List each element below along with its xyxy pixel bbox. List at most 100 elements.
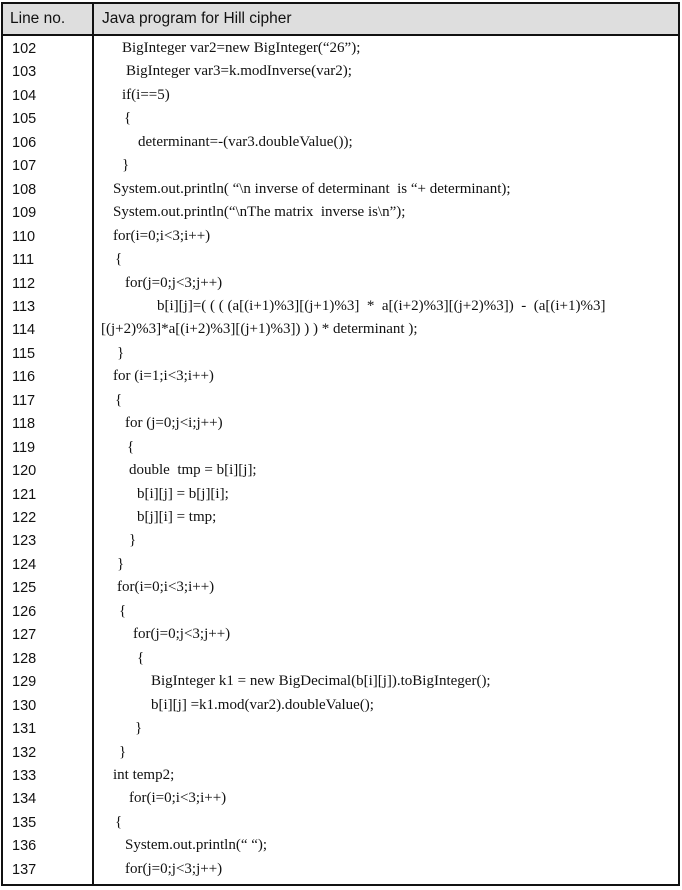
line-number: 134	[12, 791, 37, 808]
code-line: }	[135, 720, 143, 737]
line-number: 108	[12, 181, 37, 198]
table-row: 103 BigInteger var3=k.modInverse(var2);	[3, 61, 678, 84]
code-line: [(j+2)%3]*a[(i+2)%3][(j+1)%3]) ) ) * det…	[101, 321, 418, 338]
code-line: {	[137, 649, 145, 666]
table-row: 118 for (j=0;j<i;j++)	[3, 413, 678, 436]
code-line: for(i=0;i<3;i++)	[113, 227, 211, 244]
table-row: 128 {	[3, 648, 678, 671]
table-row: 127 for(j=0;j<3;j++)	[3, 624, 678, 647]
line-number: 120	[12, 463, 37, 480]
line-number: 110	[12, 228, 36, 245]
line-number: 126	[12, 603, 37, 620]
code-line: BigInteger k1 = new BigDecimal(b[i][j]).…	[151, 673, 491, 690]
line-number: 135	[12, 814, 37, 831]
code-line: double tmp = b[i][j];	[129, 462, 257, 479]
code-line: {	[115, 391, 123, 408]
table-row: 108 System.out.println( “\n inverse of de…	[3, 179, 678, 202]
table-row: 109 System.out.println(“\nThe matrix inve…	[3, 202, 678, 225]
line-number: 133	[12, 767, 37, 784]
table-row: 106 determinant=-(var3.doubleValue());	[3, 132, 678, 155]
code-line: for (i=1;i<3;i++)	[113, 368, 214, 385]
line-number: 130	[12, 697, 37, 714]
code-line: {	[119, 602, 127, 619]
code-line: }	[122, 157, 130, 174]
table-header: Line no. Java program for Hill cipher	[3, 4, 678, 36]
line-number: 128	[12, 650, 37, 667]
table-row: 129 BigInteger k1 = new BigDecimal(b[i][j…	[3, 671, 678, 694]
line-number: 118	[12, 416, 36, 433]
table-row: 123}	[3, 530, 678, 553]
code-line: System.out.println(“\nThe matrix inverse…	[113, 204, 406, 221]
code-line: b[i][j] =k1.mod(var2).doubleValue();	[151, 696, 374, 713]
code-line: {	[127, 438, 135, 455]
line-number: 121	[12, 486, 37, 503]
line-number: 129	[12, 674, 37, 691]
table-row: 132}	[3, 742, 678, 765]
line-number: 127	[12, 627, 37, 644]
table-row: 115}	[3, 343, 678, 366]
line-number: 105	[12, 111, 37, 128]
table-row: 131}	[3, 718, 678, 741]
code-line: if(i==5)	[122, 86, 170, 103]
line-number: 123	[12, 533, 37, 550]
table-row: 102 BigInteger var2=new BigInteger(“26”);	[3, 38, 678, 61]
line-number: 109	[12, 205, 37, 222]
table-row: 107}	[3, 155, 678, 178]
table-row: 104 if(i==5)	[3, 85, 678, 108]
code-line: b[i][j]=( ( ( (a[(i+1)%3][(j+1)%3] * a[(…	[157, 297, 606, 314]
line-number: 119	[12, 439, 36, 456]
code-line: System.out.println( “\n inverse of deter…	[113, 180, 511, 197]
code-line: {	[115, 251, 123, 268]
table-row: 111 {	[3, 249, 678, 272]
line-number: 122	[12, 510, 37, 526]
line-number: 103	[12, 64, 37, 81]
line-number: 117	[12, 392, 36, 409]
code-line: }	[117, 555, 125, 572]
code-line: determinant=-(var3.doubleValue());	[138, 133, 353, 150]
code-line: for (j=0;j<i;j++)	[125, 415, 223, 432]
code-line: for(j=0;j<3;j++)	[125, 860, 223, 877]
code-line: {	[115, 813, 123, 830]
line-number: 114	[12, 322, 36, 339]
code-line: }	[117, 344, 125, 361]
table-row: 105 {	[3, 108, 678, 131]
code-line: }	[129, 532, 137, 549]
table-row: 125 for(i=0;i<3;i++)	[3, 577, 678, 600]
line-number: 132	[12, 744, 37, 761]
table-row: 110 for(i=0;i<3;i++)	[3, 226, 678, 249]
line-number: 102	[12, 41, 37, 57]
code-line: for(j=0;j<3;j++)	[133, 626, 231, 643]
line-number: 113	[12, 298, 36, 315]
code-line: BigInteger var2=new BigInteger(“26”);	[122, 40, 361, 56]
table-row: 114 [(j+2)%3]*a[(i+2)%3][(j+1)%3]) ) ) * …	[3, 319, 678, 342]
table-row: 126 {	[3, 601, 678, 624]
table-row: 120 double tmp = b[i][j];	[3, 460, 678, 483]
line-number: 125	[12, 580, 37, 597]
code-line: {	[124, 110, 132, 127]
table-row: 117 {	[3, 390, 678, 413]
table-row: 119 {	[3, 437, 678, 460]
table-row: 122 b[j][i] = tmp;	[3, 507, 678, 530]
column-divider	[92, 4, 94, 884]
line-number: 107	[12, 158, 37, 175]
line-number: 136	[12, 838, 37, 855]
table-row: 137 for(j=0;j<3;j++)	[3, 859, 678, 882]
code-line: for(i=0;i<3;i++)	[117, 579, 215, 596]
header-code: Java program for Hill cipher	[102, 10, 292, 27]
line-number: 137	[12, 861, 37, 878]
line-number: 106	[12, 134, 37, 151]
line-number: 104	[12, 87, 37, 104]
code-line: b[j][i] = tmp;	[137, 509, 217, 525]
table-row: 130 b[i][j] =k1.mod(var2).doubleValue();	[3, 695, 678, 718]
line-number: 112	[12, 275, 36, 292]
table-row: 124}	[3, 554, 678, 577]
code-line: BigInteger var3=k.modInverse(var2);	[126, 63, 352, 80]
line-number: 111	[12, 252, 35, 269]
